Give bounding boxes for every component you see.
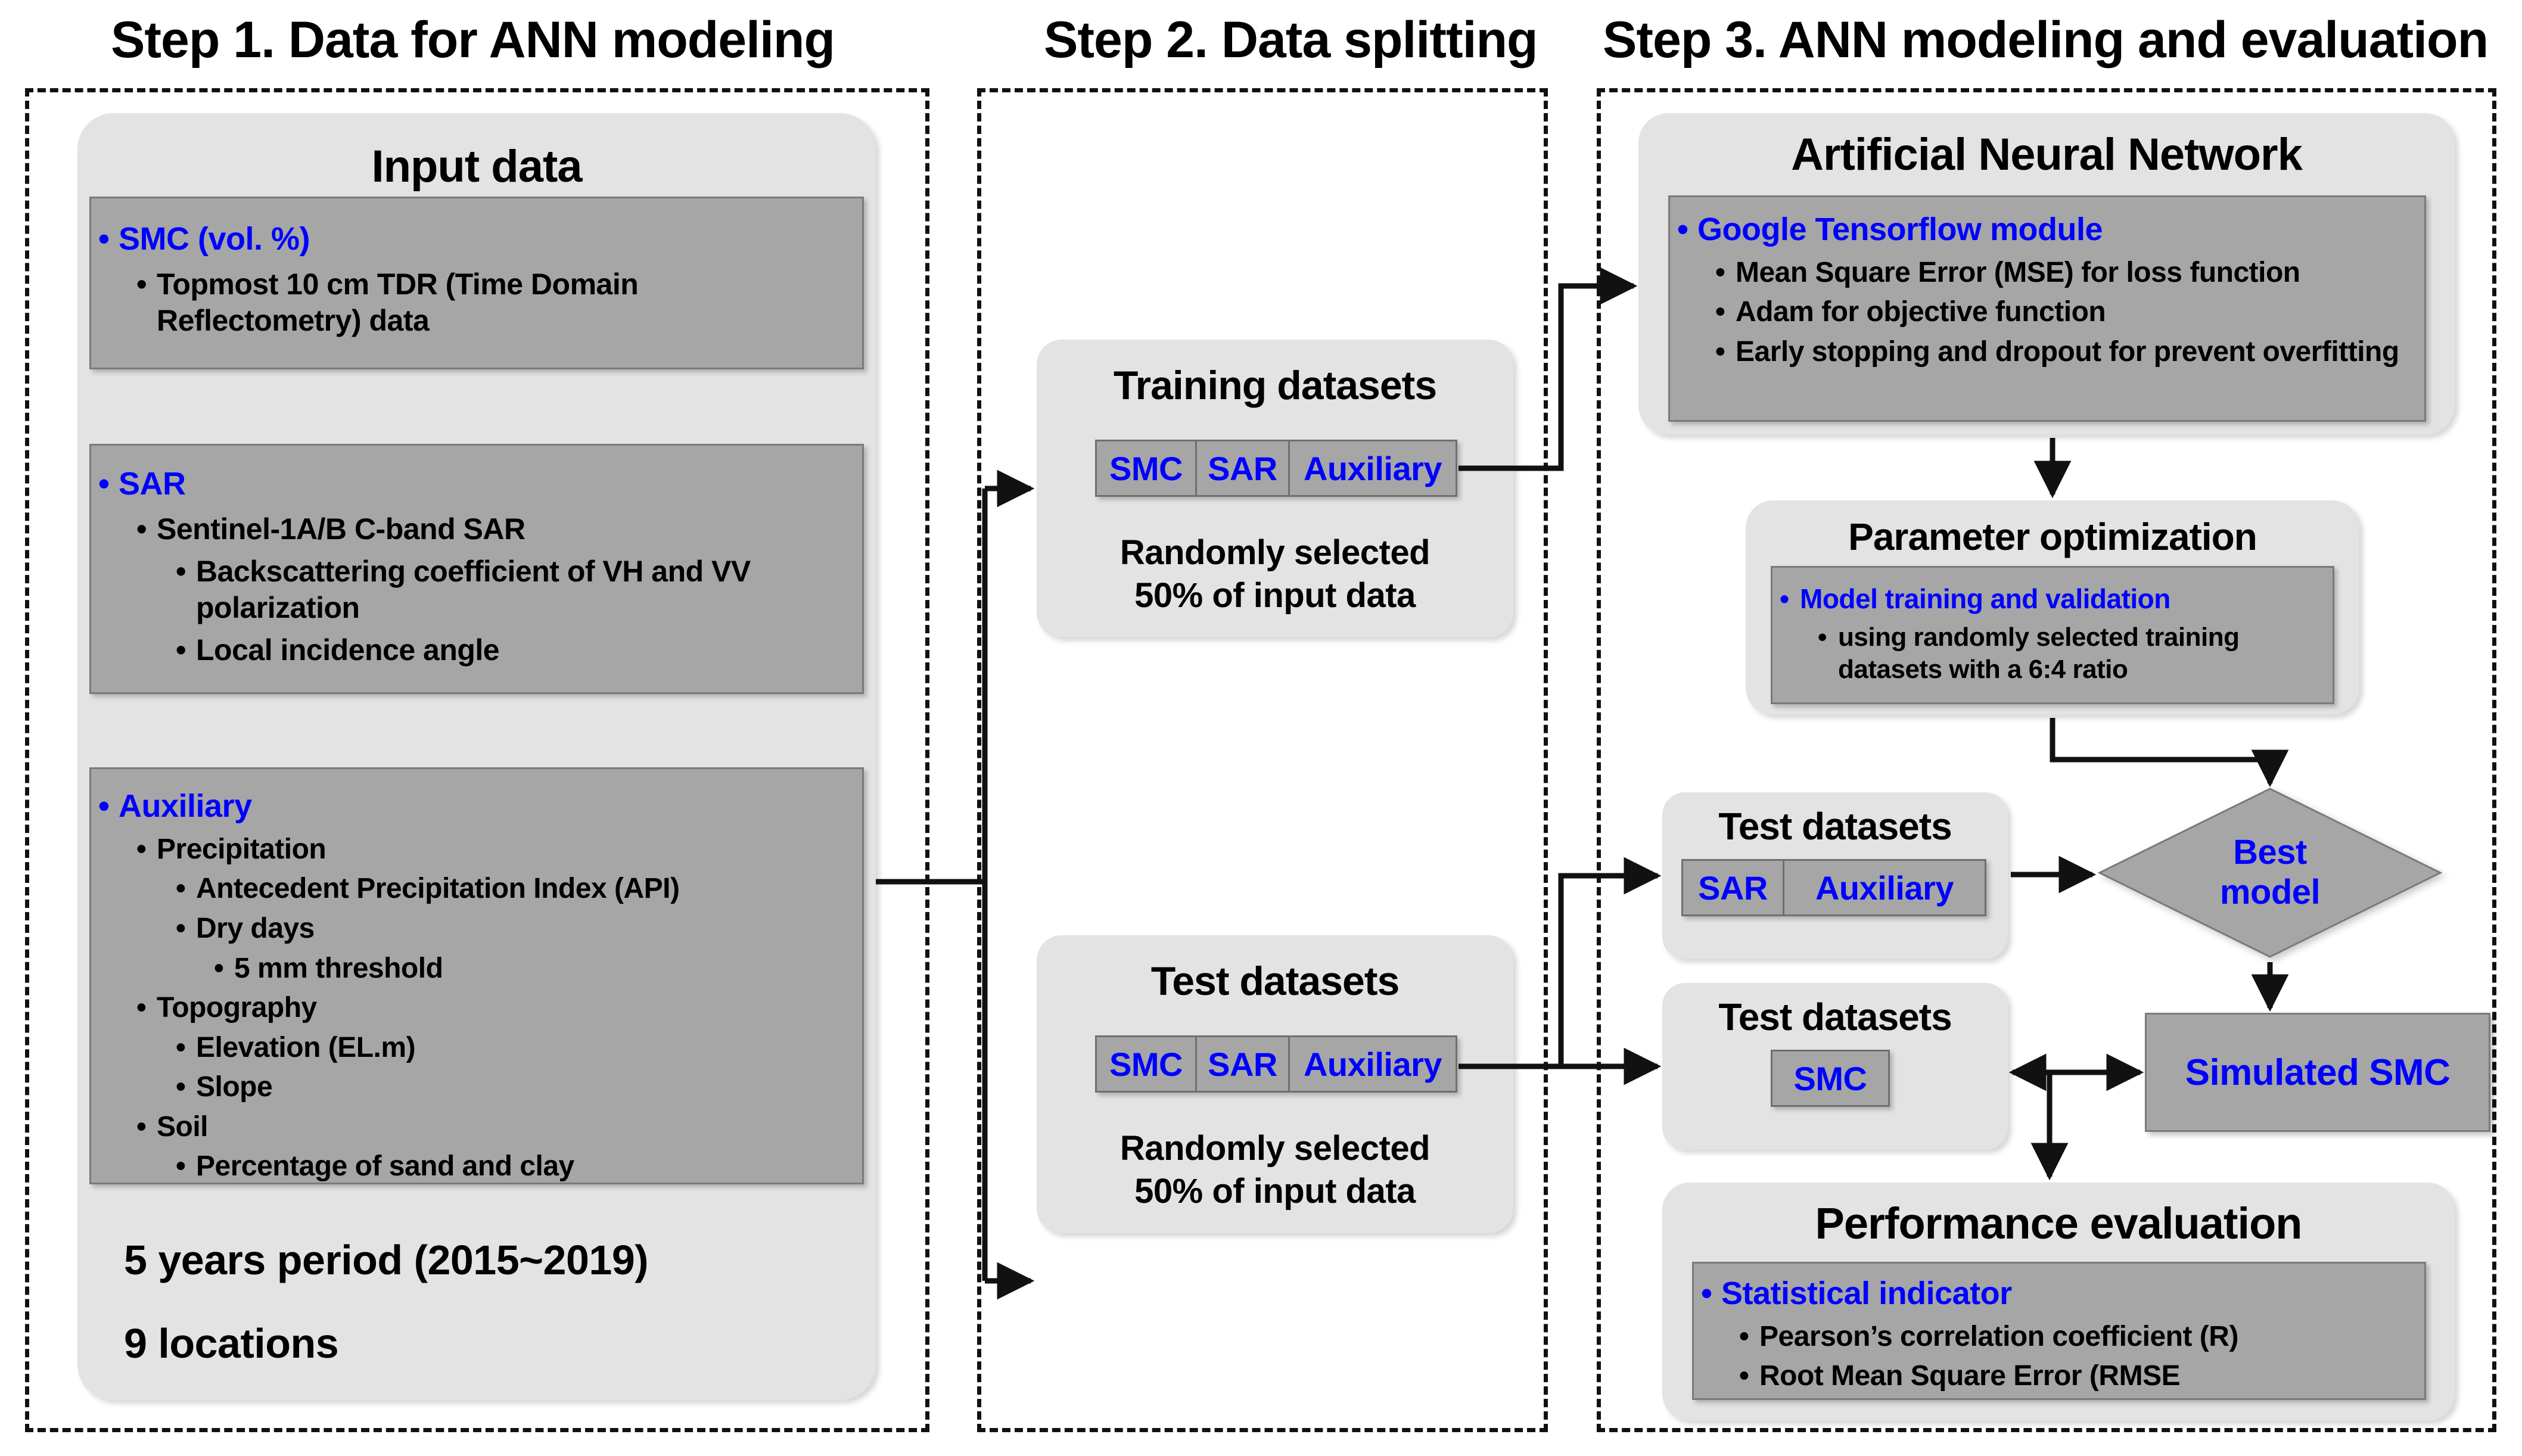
bullet-sand-clay: Percentage of sand and clay [176,1149,862,1184]
test-note-line2: 50% of input data [1134,1172,1416,1211]
training-chip-row: SMC SAR Auxiliary [1095,440,1457,497]
bullet-precipitation: Precipitation [136,832,862,867]
bullet-ratio: using randomly selected training dataset… [1818,621,2297,685]
training-note-line2: 50% of input data [1134,576,1416,615]
bullet-api: Antecedent Precipitation Index (API) [176,872,862,907]
auxiliary-input-box: Auxiliary Precipitation Antecedent Preci… [89,767,864,1184]
simulated-smc-box: Simulated SMC [2145,1013,2490,1132]
bullet-elevation: Elevation (EL.m) [176,1031,862,1066]
ann-details-box: Google Tensorflow module Mean Square Err… [1668,195,2426,422]
chip-auxiliary[interactable]: Auxiliary [1815,869,1954,907]
performance-details-box: Statistical indicator Pearson’s correlat… [1692,1262,2426,1400]
bullet-sar-backscatter: Backscattering coefficient of VH and VV … [176,553,834,626]
chip-sar[interactable]: SAR [1197,1037,1290,1091]
step3-title: Step 3. ANN modeling and evaluation [1603,11,2489,69]
bullet-adam: Adam for objective function [1715,295,2424,330]
test-smc-chip-row: SMC [1771,1050,1890,1107]
bullet-sar-incidence: Local incidence angle [176,632,862,668]
bullet-early-stopping: Early stopping and dropout for prevent o… [1715,335,2409,370]
parameter-optimization-details-box: Model training and validation using rand… [1771,566,2334,704]
parameter-optimization-title: Parameter optimization [1848,515,2257,558]
training-datasets-title: Training datasets [1113,363,1437,408]
test-datasets-smc-title: Test datasets [1718,995,1952,1038]
chip-smc[interactable]: SMC [1793,1059,1867,1097]
test-datasets-sar-aux-title: Test datasets [1718,805,1952,848]
bullet-threshold: 5 mm threshold [214,951,862,987]
step3-frame [1597,88,2496,1432]
bullet-pearson-r: Pearson’s correlation coefficient (R) [1739,1320,2424,1355]
locations-label: 9 locations [124,1320,339,1367]
sar-input-box: SAR Sentinel-1A/B C-band SAR Backscatter… [89,444,864,694]
step2-frame [977,88,1548,1432]
performance-evaluation-title: Performance evaluation [1815,1199,2303,1248]
bullet-dry-days: Dry days [176,911,862,947]
chip-auxiliary[interactable]: Auxiliary [1303,1045,1442,1083]
period-label: 5 years period (2015~2019) [124,1237,649,1283]
test-datasets-smc-panel: Test datasets [1662,983,2008,1150]
test-chip-row: SMC SAR Auxiliary [1095,1035,1457,1093]
step1-title: Step 1. Data for ANN modeling [111,11,835,69]
bullet-auxiliary: Auxiliary [98,787,862,826]
bullet-smc-tdr: Topmost 10 cm TDR (Time Domain Reflectom… [136,266,788,339]
bullet-smc: SMC (vol. %) [98,220,862,259]
chip-auxiliary[interactable]: Auxiliary [1303,449,1442,487]
test-datasets-title: Test datasets [1150,959,1400,1004]
smc-input-box: SMC (vol. %) Topmost 10 cm TDR (Time Dom… [89,197,864,369]
test-sar-aux-chip-row: SAR Auxiliary [1681,859,1986,916]
best-model-diamond: Best model [2097,786,2443,959]
bullet-soil: Soil [136,1110,862,1145]
bullet-statistical-indicator: Statistical indicator [1701,1274,2424,1314]
chip-sar[interactable]: SAR [1197,441,1290,495]
step2-title: Step 2. Data splitting [1044,11,1538,69]
training-note-line1: Randomly selected [1119,533,1431,572]
diamond-shape-icon [2097,788,2443,958]
ann-title: Artificial Neural Network [1791,129,2303,180]
chip-smc[interactable]: SMC [1097,441,1197,495]
bullet-slope: Slope [176,1070,862,1105]
best-model-line2: model [2219,873,2321,911]
bullet-model-training: Model training and validation [1780,582,2333,615]
input-data-title: Input data [371,141,582,192]
test-note-line1: Randomly selected [1119,1129,1431,1168]
best-model-line1: Best [2233,833,2307,872]
bullet-mse: Mean Square Error (MSE) for loss functio… [1715,256,2424,291]
chip-smc[interactable]: SMC [1097,1037,1197,1091]
simulated-smc-label: Simulated SMC [2185,1051,2451,1093]
step1-frame [25,88,929,1432]
bullet-sar: SAR [98,465,862,504]
bullet-rmse: Root Mean Square Error (RMSE [1739,1359,2424,1394]
bullet-topography: Topography [136,991,862,1026]
bullet-tensorflow: Google Tensorflow module [1677,210,2424,250]
bullet-sar-sentinel: Sentinel-1A/B C-band SAR [136,511,862,547]
chip-sar[interactable]: SAR [1683,861,1784,914]
